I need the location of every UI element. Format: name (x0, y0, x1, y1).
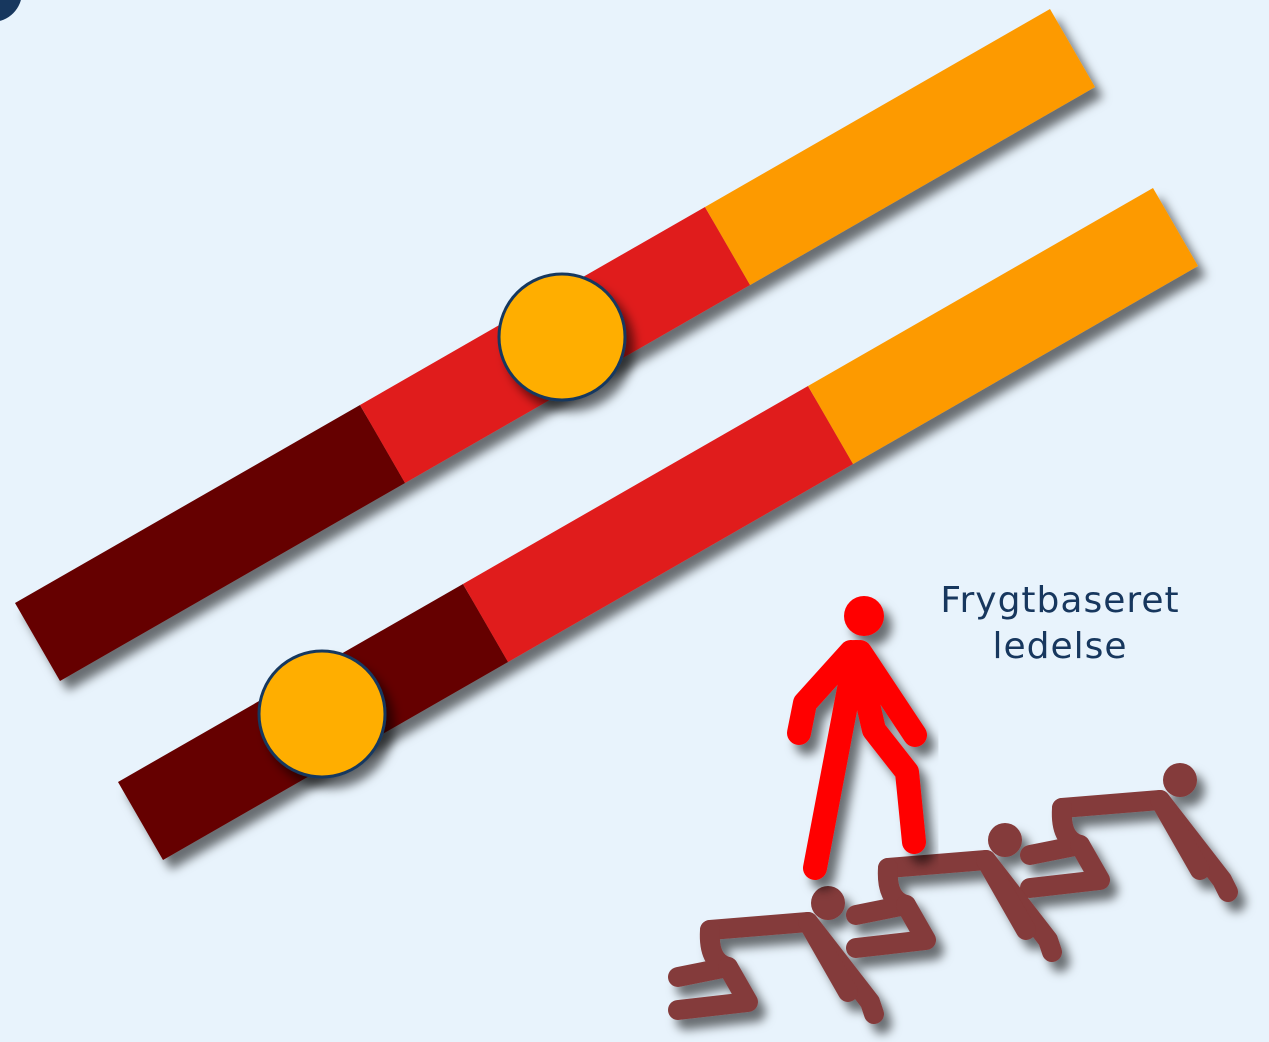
scale-bar-top-orange-segment (705, 9, 1095, 285)
scale-bar-top-dark-segment (15, 405, 405, 681)
scale-bar-bottom-orange-segment (808, 188, 1198, 464)
caption-label: Frygtbaseret ledelse (880, 578, 1240, 670)
scale-bar-bottom-marker (259, 651, 385, 777)
caption-line-2: ledelse (880, 624, 1240, 670)
crawling-person-3 (678, 886, 874, 1014)
crawling-person-icon (678, 763, 1228, 1014)
corner-mark (0, 0, 22, 22)
scale-bar-bottom-red-segment (463, 386, 853, 662)
scale-bar-top-marker (499, 274, 625, 400)
caption-line-1: Frygtbaseret (880, 578, 1240, 624)
crawling-person-1 (1030, 763, 1228, 892)
